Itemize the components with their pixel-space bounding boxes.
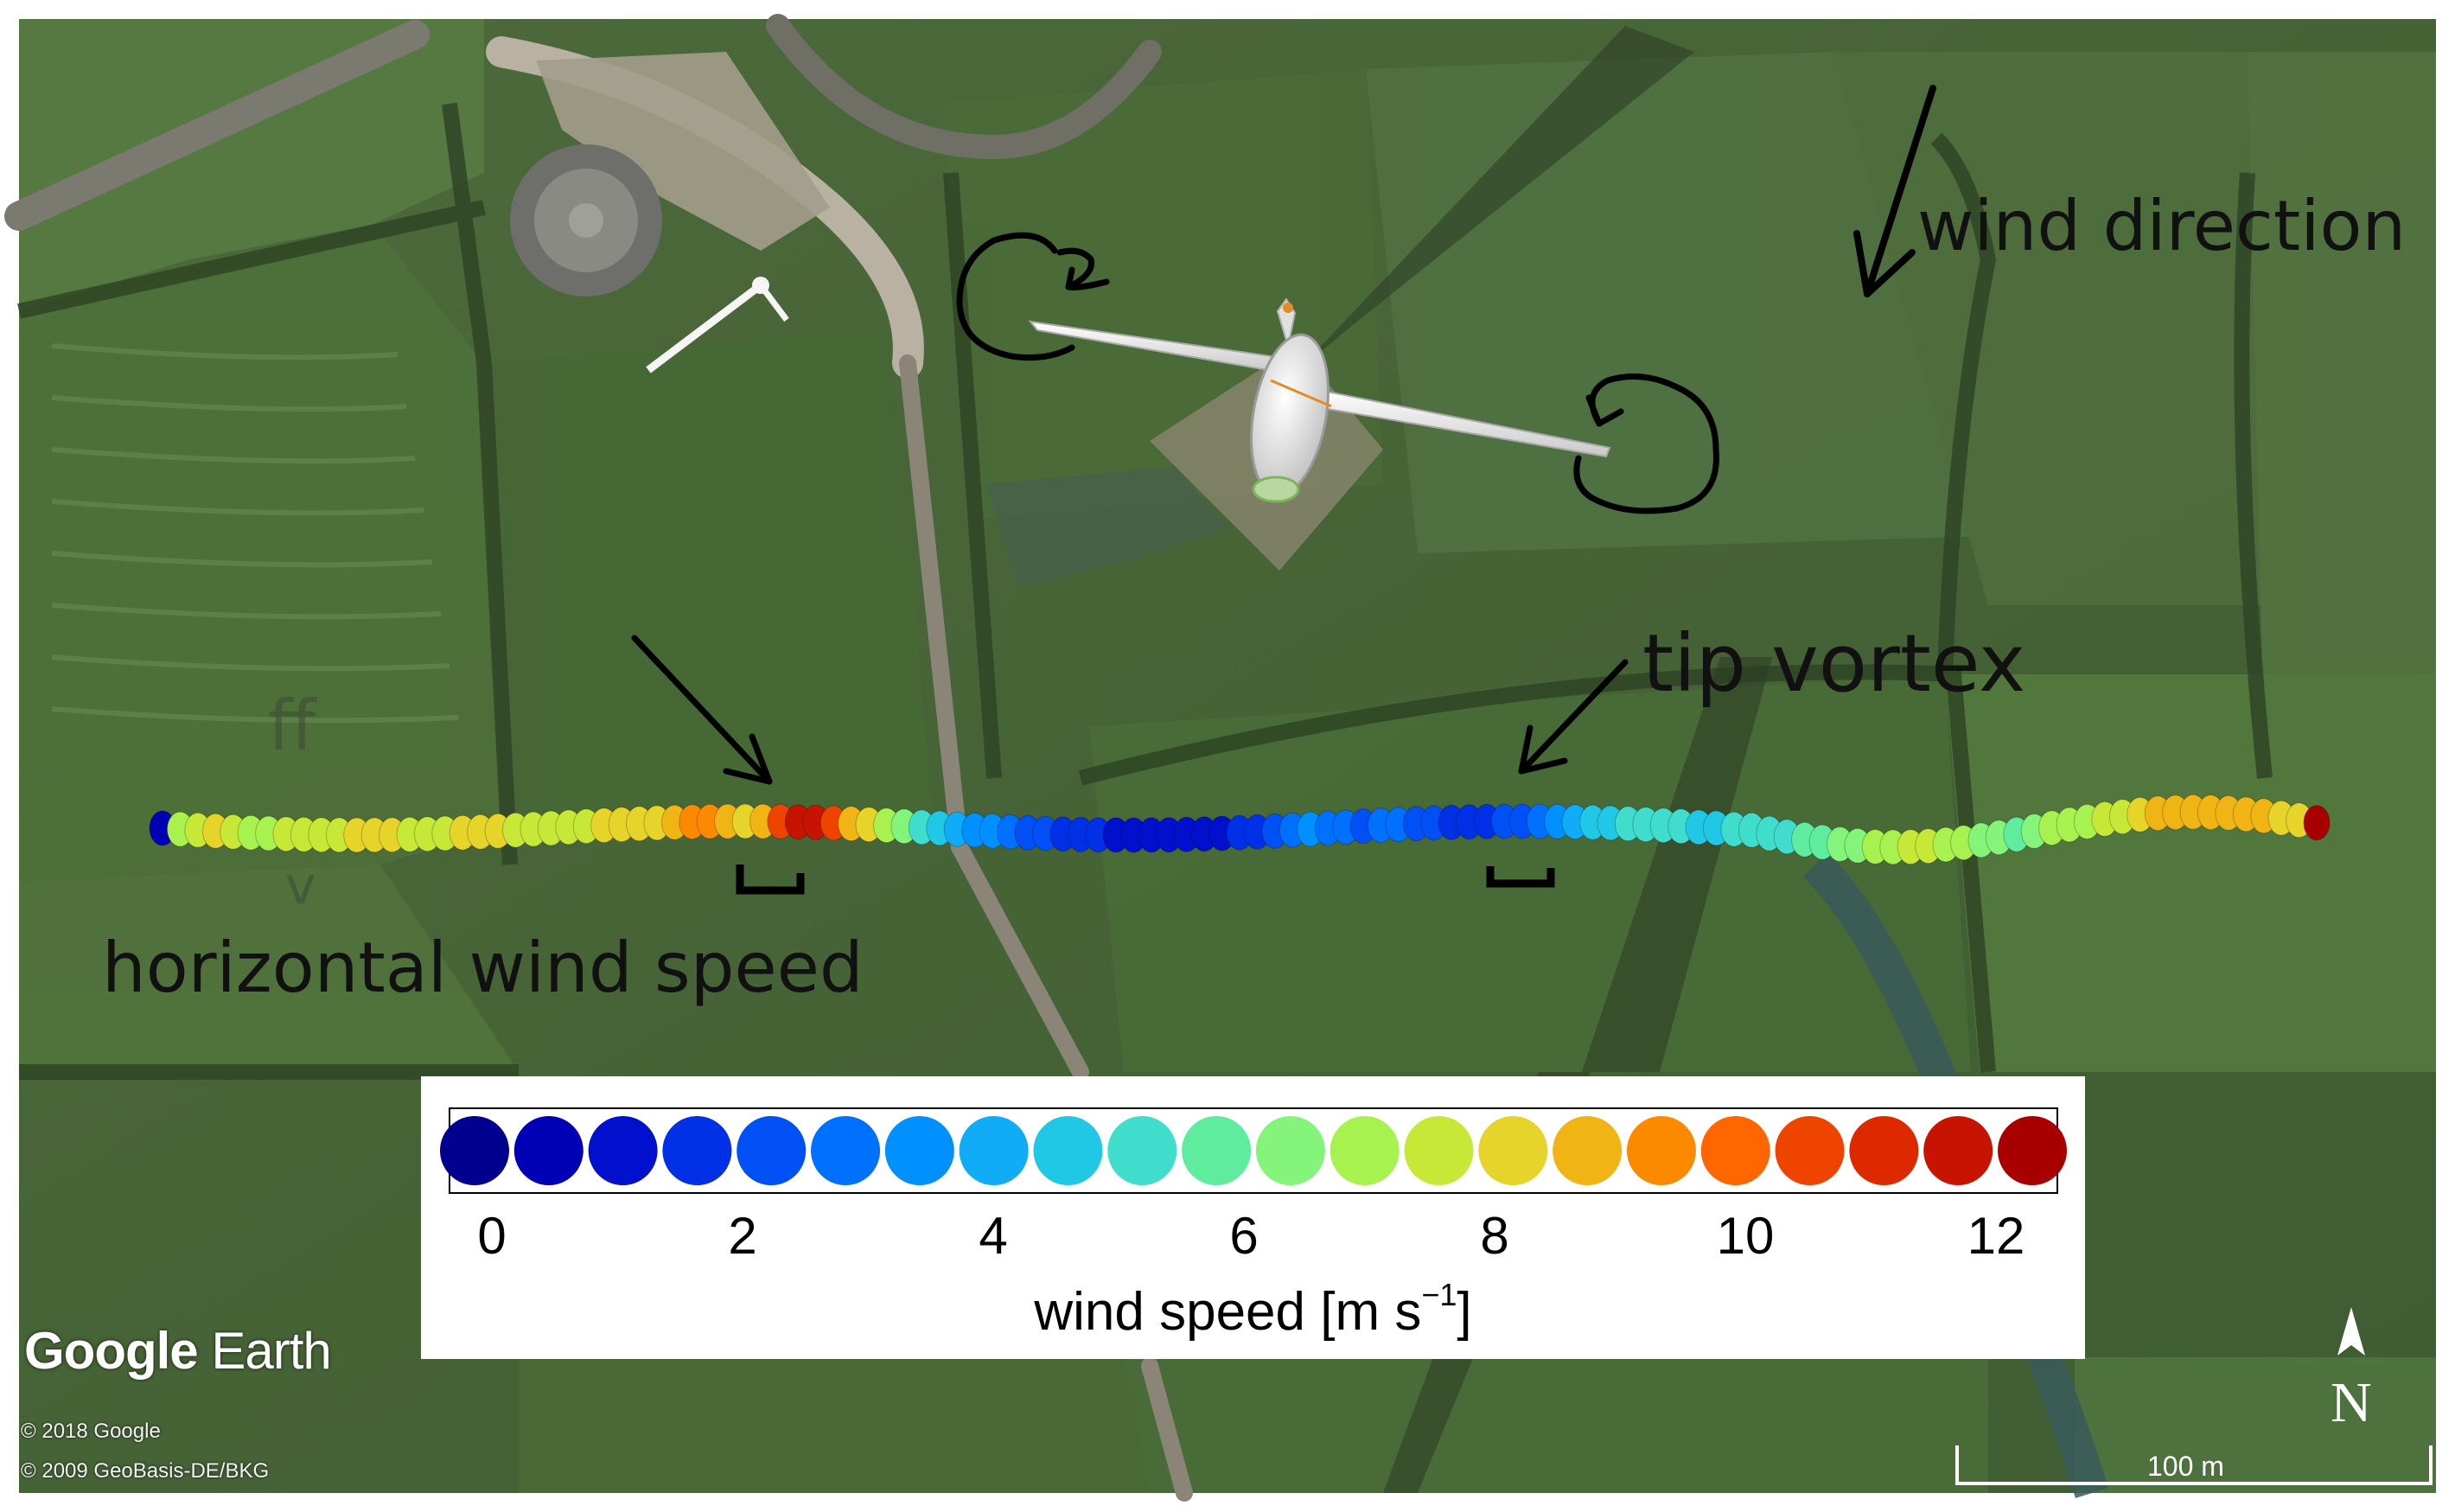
colorbar-swatch [1182,1116,1252,1185]
colorbar-swatch [1849,1116,1919,1185]
colorbar-swatches [440,1116,2067,1185]
colorbar-swatch [1626,1116,1696,1185]
colorbar-swatch [1700,1116,1770,1185]
colorbar-tick-label: 10 [1716,1207,1775,1265]
colorbar-tick-label: 8 [1480,1207,1509,1265]
colorbar-title: wind speed [m s−1] [421,1277,2085,1343]
colorbar-legend: 0 2 4 6 8 10 12 wind speed [m s−1] [421,1076,2085,1359]
colorbar-tick-label: 4 [979,1207,1008,1265]
horizontal-wind-speed-label: horizontal wind speed [102,928,864,1008]
colorbar-swatch [1404,1116,1474,1185]
google-earth-logo-word1: Google [24,1322,199,1380]
colorbar-swatch [884,1116,954,1185]
google-earth-logo-word2: Earth [197,1322,331,1380]
copyright-geobasis: © 2009 GeoBasis-DE/BKG [21,1459,270,1483]
colorbar-tick-label: 12 [1967,1207,2025,1265]
colorbar-tick-label: 0 [477,1207,507,1265]
north-label: N [2331,1371,2372,1434]
colorbar-swatch [1553,1116,1623,1185]
pond [985,467,1228,588]
colorbar-swatch [1255,1116,1325,1185]
wind-direction-arrow [1853,85,1936,297]
colorbar-swatch [662,1116,732,1185]
colorbar-swatch [1923,1116,1993,1185]
colorbar-swatch [1998,1116,2067,1185]
v-label: v [285,856,316,916]
colorbar-title-exponent: −1 [1421,1277,1457,1312]
hedgerows [17,102,2273,1499]
colorbar-swatch [1107,1116,1177,1185]
colorbar-swatch [1478,1116,1548,1185]
colorbar-swatch [736,1116,807,1185]
pointer-arrows [631,635,1629,785]
small-turbine [646,277,789,373]
tip-vortex-label: tip vortex [1642,617,2026,710]
round-building [510,144,662,297]
measurement-brackets [736,864,1555,895]
colorbar-tick-label: 6 [1229,1207,1259,1265]
ff-label: ff [268,686,316,766]
vortex-loops [956,232,1719,514]
colorbar-swatch [811,1116,881,1185]
colorbar-swatch [440,1116,509,1185]
wind-direction-label: wind direction [1917,186,2407,266]
copyright-google: © 2018 Google [21,1419,161,1443]
wind-speed-point [2303,805,2331,841]
colorbar-swatch [1330,1116,1400,1185]
colorbar-swatch [959,1116,1029,1185]
google-earth-logo: Google Earth [24,1321,332,1381]
colorbar-swatch [1033,1116,1103,1185]
colorbar-title-main: wind speed [m s [1034,1282,1422,1342]
parking-lot [536,52,830,251]
colorbar-swatch [588,1116,658,1185]
field-tracks [51,343,459,724]
scale-bar-label: 100 m [2147,1451,2224,1482]
colorbar-swatch [1775,1116,1845,1185]
colorbar-title-close: ] [1457,1282,1472,1342]
wind-turbine [1028,297,1611,503]
colorbar-swatch [513,1116,583,1185]
scale-bar [1955,1445,2433,1485]
wind-speed-track [149,794,2331,865]
colorbar-tick-label: 2 [728,1207,757,1265]
north-arrow-icon [2337,1307,2365,1356]
